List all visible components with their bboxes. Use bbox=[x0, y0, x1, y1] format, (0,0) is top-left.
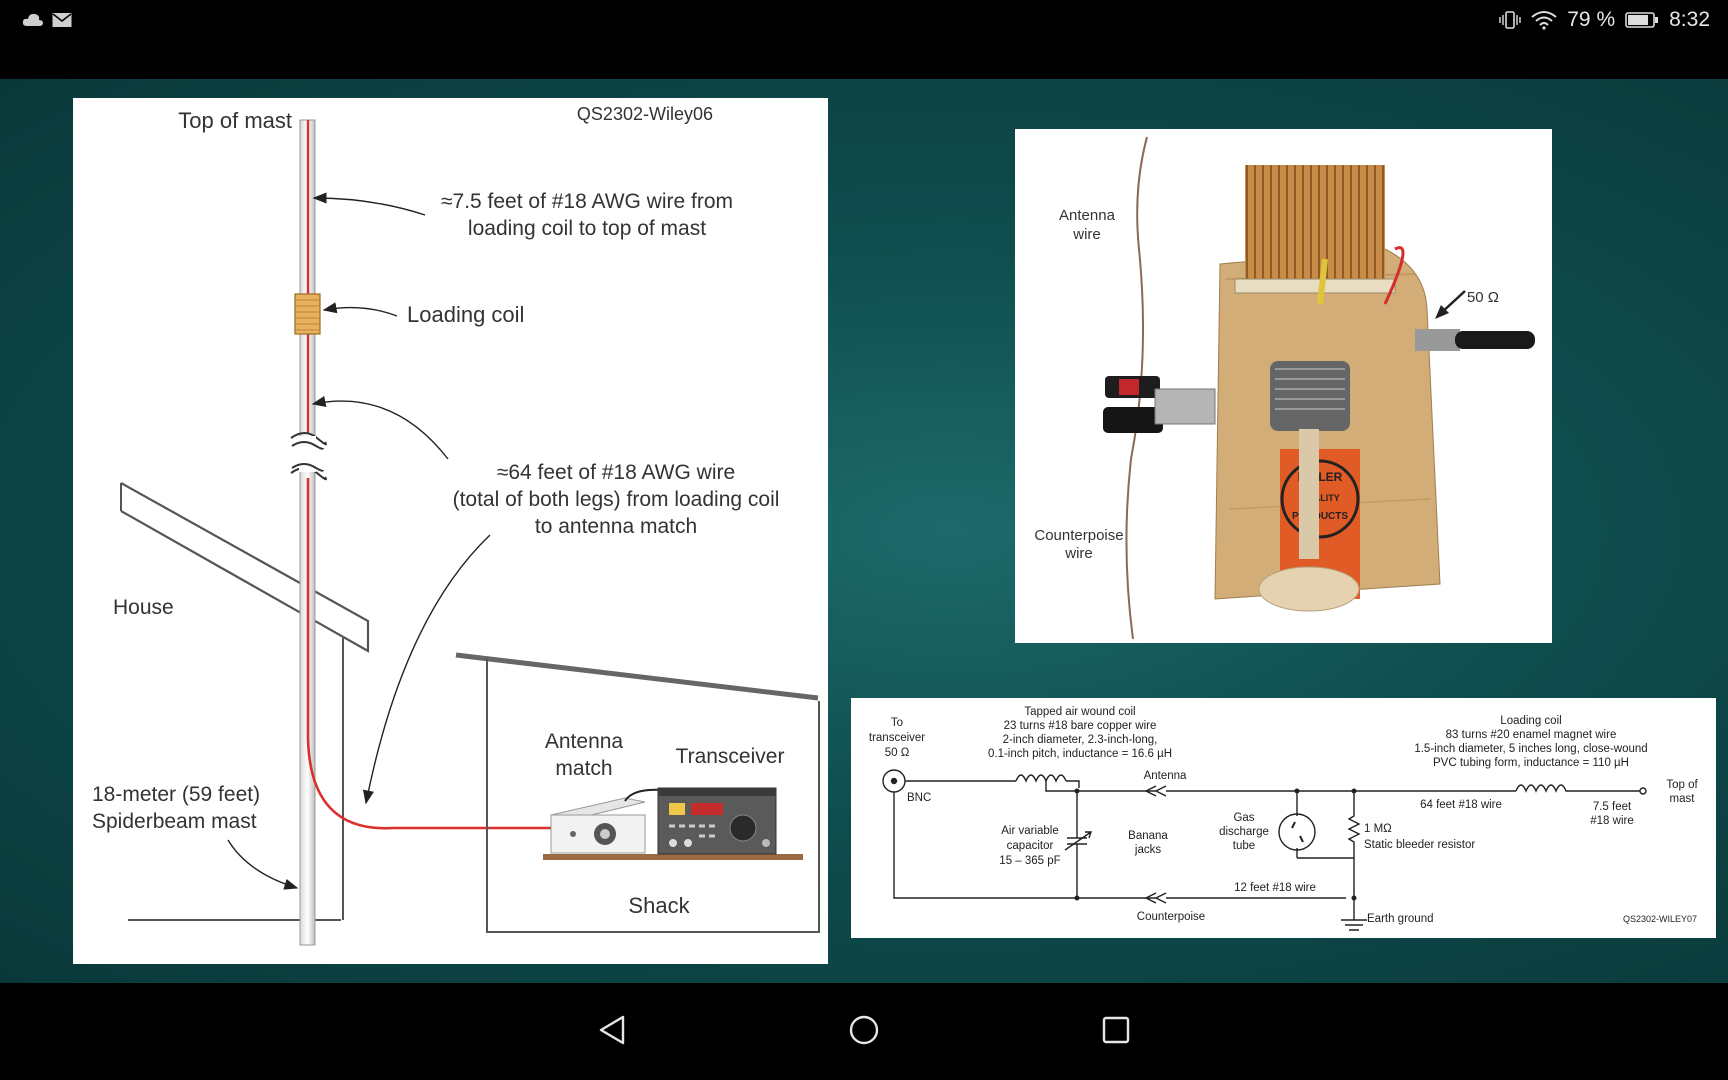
loading-coil-line1: Loading coil bbox=[1500, 715, 1561, 727]
shack-label: Shack bbox=[628, 893, 690, 918]
counterpoise-wire-label-line2: wire bbox=[1064, 545, 1093, 562]
antenna-installation-diagram: QS2302-Wiley06 Top of mast ≈7.5 feet of … bbox=[73, 98, 828, 964]
badge-line3: PRODUCTS bbox=[1292, 511, 1348, 522]
wire-75-line2: #18 wire bbox=[1590, 815, 1633, 827]
counterpoise-terminal-label: Counterpoise bbox=[1137, 911, 1205, 923]
resistor-line1: 1 MΩ bbox=[1364, 823, 1392, 835]
bnc-label: BNC bbox=[907, 792, 931, 804]
gas-tube-line1: Gas bbox=[1233, 812, 1254, 824]
to-transceiver-line3: 50 Ω bbox=[885, 747, 910, 759]
antenna-match-drawing bbox=[550, 788, 664, 854]
capacitor-line2: capacitor bbox=[1007, 840, 1054, 852]
transceiver-label: Transceiver bbox=[676, 745, 785, 768]
banana-jacks-line2: jacks bbox=[1134, 844, 1161, 856]
antenna-match-label-line2: match bbox=[555, 757, 612, 780]
counterpoise-wire-label-line1: Counterpoise bbox=[1034, 527, 1123, 544]
schematic-figure-id: QS2302-WILEY07 bbox=[1623, 914, 1697, 924]
wire-75-line1: 7.5 feet bbox=[1593, 801, 1632, 813]
antenna-match-label-line1: Antenna bbox=[545, 730, 624, 753]
schematic-drawing: To transceiver 50 Ω BNC Tapped air wound… bbox=[869, 706, 1698, 931]
tapped-coil-line4: 0.1-inch pitch, inductance = 16.6 µH bbox=[988, 748, 1172, 760]
status-left bbox=[22, 12, 72, 28]
wifi-icon bbox=[1531, 11, 1557, 30]
loading-coil-line4: PVC tubing form, inductance = 110 µH bbox=[1433, 757, 1629, 769]
long-wire-label-line2: (total of both legs) from loading coil bbox=[453, 488, 780, 511]
badge-line2: QUALITY bbox=[1300, 493, 1340, 503]
long-wire-label-line3: to antenna match bbox=[535, 515, 697, 538]
home-button-icon[interactable] bbox=[848, 1014, 880, 1046]
house-drawing bbox=[120, 482, 370, 921]
to-transceiver-line1: To bbox=[891, 717, 903, 729]
wire-64-label: 64 feet #18 wire bbox=[1420, 799, 1502, 811]
tapped-coil-line1: Tapped air wound coil bbox=[1024, 706, 1135, 718]
long-wire-label-line1: ≈64 feet of #18 AWG wire bbox=[497, 461, 735, 484]
tapped-coil-line2: 23 turns #18 bare copper wire bbox=[1004, 720, 1157, 732]
mast-drawing bbox=[290, 119, 553, 946]
loading-coil-line3: 1.5-inch diameter, 5 inches long, close-… bbox=[1414, 743, 1647, 755]
antenna-wire-label-line1: Antenna bbox=[1059, 207, 1116, 224]
antenna-match-photo: MILLER QUALITY PRODUCTS Antenna wire Cou… bbox=[1015, 129, 1552, 643]
loading-coil-line2: 83 turns #20 enamel magnet wire bbox=[1446, 729, 1617, 741]
to-transceiver-line2: transceiver bbox=[869, 732, 925, 744]
transceiver-drawing bbox=[657, 787, 777, 855]
top-of-mast-label: Top of mast bbox=[178, 108, 292, 133]
photo-drawing: MILLER QUALITY PRODUCTS Antenna wire Cou… bbox=[1034, 136, 1535, 640]
navigation-bar bbox=[0, 983, 1728, 1080]
loading-coil-label: Loading coil bbox=[407, 302, 524, 327]
vibrate-icon bbox=[1499, 11, 1521, 29]
upper-wire-label-line2: loading coil to top of mast bbox=[468, 217, 706, 240]
earth-ground-label: Earth ground bbox=[1367, 913, 1434, 925]
schematic-diagram: To transceiver 50 Ω BNC Tapped air wound… bbox=[851, 698, 1716, 938]
banana-jacks-line1: Banana bbox=[1128, 830, 1168, 842]
upper-wire-label-line1: ≈7.5 feet of #18 AWG wire from bbox=[441, 190, 733, 213]
clock: 8:32 bbox=[1669, 8, 1710, 31]
recents-button-icon[interactable] bbox=[1101, 1015, 1131, 1045]
cloud-icon bbox=[22, 13, 43, 26]
wire-12-label: 12 feet #18 wire bbox=[1234, 882, 1316, 894]
mast-label-line1: 18-meter (59 feet) bbox=[92, 783, 260, 806]
shack-drawing bbox=[455, 652, 820, 933]
installation-drawing: QS2302-Wiley06 Top of mast ≈7.5 feet of … bbox=[92, 104, 820, 946]
mail-icon bbox=[52, 13, 72, 27]
figure-id: QS2302-Wiley06 bbox=[577, 104, 713, 124]
antenna-terminal-label: Antenna bbox=[1144, 770, 1187, 782]
status-bar: 79 % 8:32 bbox=[0, 0, 1728, 79]
top-of-mast-terminal-line2: mast bbox=[1670, 793, 1696, 805]
mast-label-line2: Spiderbeam mast bbox=[92, 810, 257, 833]
loading-coil-drawing bbox=[294, 293, 321, 335]
antenna-wire-label-line2: wire bbox=[1072, 226, 1101, 243]
battery-icon bbox=[1625, 12, 1659, 28]
capacitor-line3: 15 – 365 pF bbox=[999, 855, 1060, 867]
gas-tube-line3: tube bbox=[1233, 840, 1255, 852]
back-button-icon[interactable] bbox=[597, 1014, 627, 1046]
gas-tube-line2: discharge bbox=[1219, 826, 1269, 838]
house-label: House bbox=[113, 596, 174, 619]
status-right: 79 % 8:32 bbox=[1499, 8, 1710, 32]
ohm-label: 50 Ω bbox=[1467, 289, 1499, 306]
capacitor-line1: Air variable bbox=[1001, 825, 1059, 837]
resistor-line2: Static bleeder resistor bbox=[1364, 839, 1475, 851]
battery-percent: 79 % bbox=[1567, 8, 1616, 31]
top-of-mast-terminal-line1: Top of bbox=[1666, 779, 1698, 791]
tapped-coil-line3: 2-inch diameter, 2.3-inch-long, bbox=[1003, 734, 1158, 746]
